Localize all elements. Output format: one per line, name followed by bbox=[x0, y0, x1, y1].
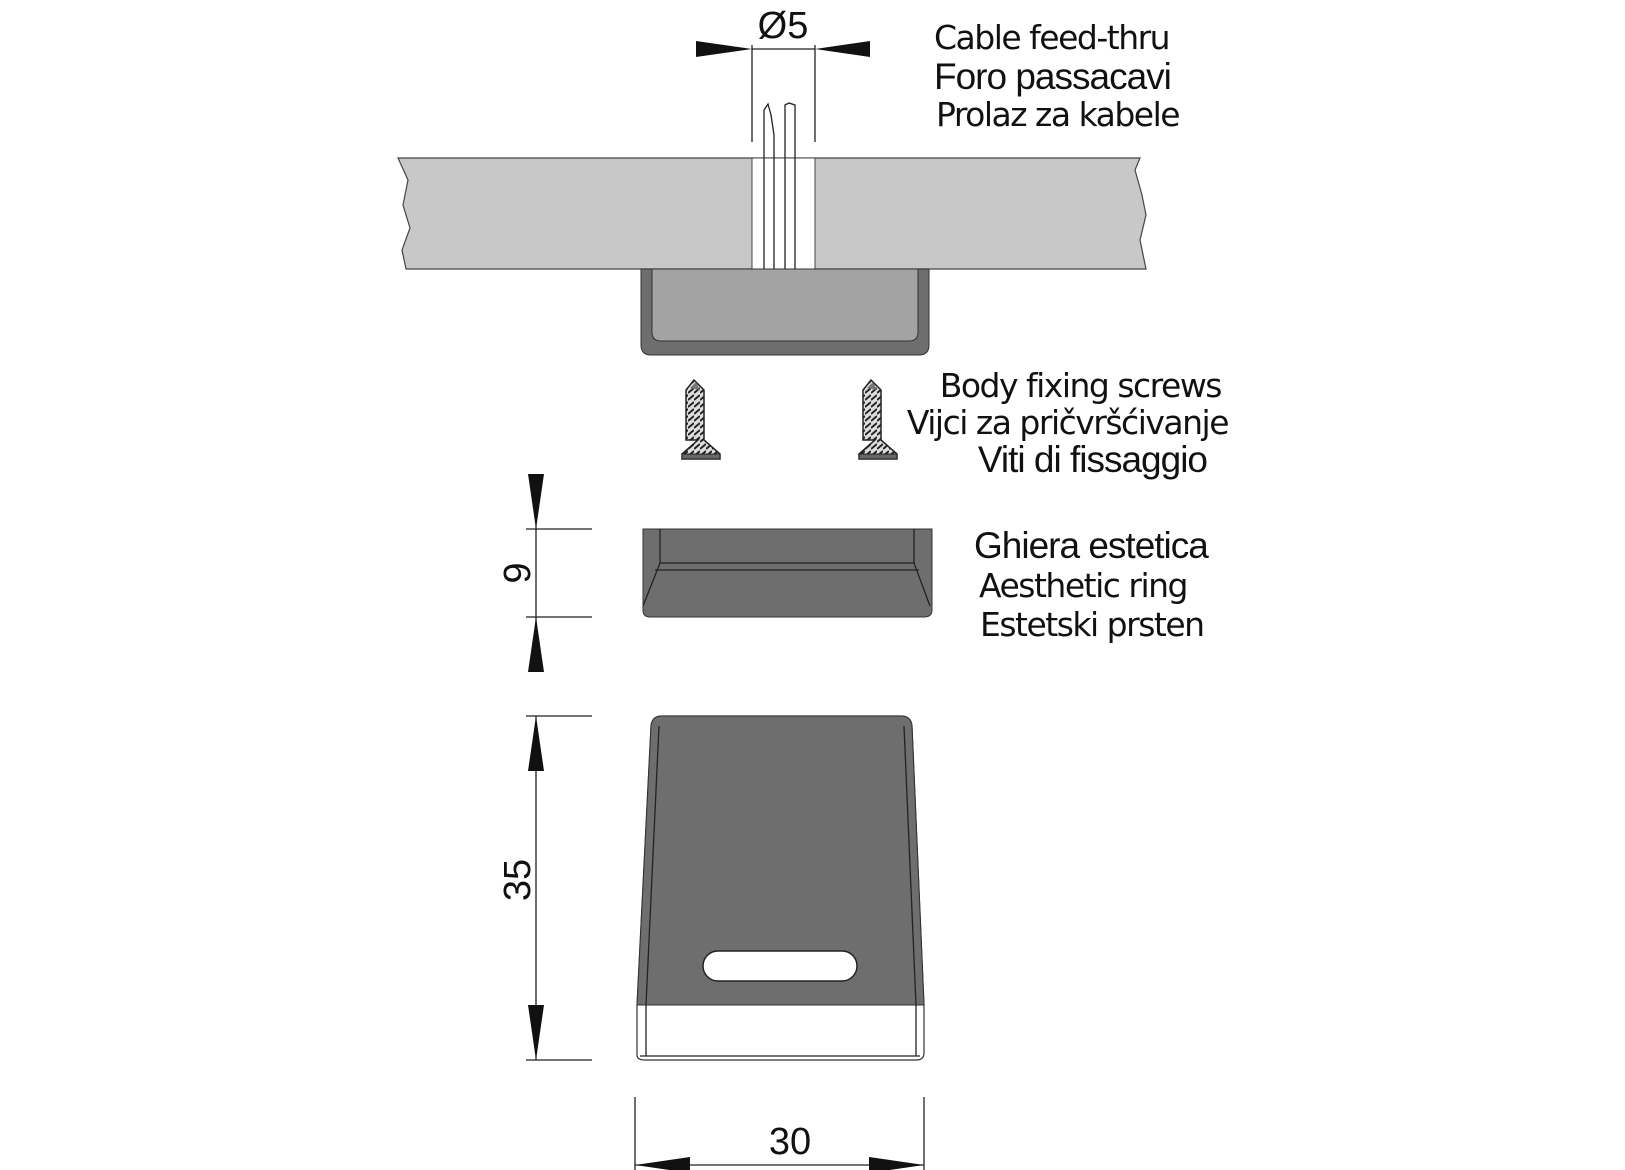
main-body bbox=[636, 715, 925, 1061]
body-height-dimension: 35 bbox=[497, 715, 592, 1061]
ring-height-label: 9 bbox=[497, 562, 539, 583]
cables bbox=[763, 102, 796, 269]
body-height-label: 35 bbox=[497, 859, 539, 901]
screws-label-en: Body fixing screws bbox=[940, 366, 1222, 405]
screw-icon bbox=[858, 378, 898, 460]
screws-label-it: Viti di fissaggio bbox=[978, 439, 1208, 480]
ring-label-en: Aesthetic ring bbox=[979, 566, 1187, 605]
cable-hole bbox=[751, 157, 816, 270]
body-width-label: 30 bbox=[769, 1121, 811, 1163]
body-width-dimension: 30 bbox=[634, 1097, 925, 1170]
cable-label-en: Cable feed-thru bbox=[934, 18, 1169, 57]
hole-diameter-label: Ø5 bbox=[758, 5, 809, 47]
ring-label-it: Ghiera estetica bbox=[974, 525, 1209, 566]
cable-feed-label: Cable feed-thru Foro passacavi Prolaz za… bbox=[934, 18, 1181, 134]
aesthetic-ring bbox=[642, 528, 933, 618]
ring-label-hr: Estetski prsten bbox=[980, 605, 1204, 644]
screw-icon bbox=[681, 378, 721, 460]
ring-label: Ghiera estetica Aesthetic ring Estetski … bbox=[974, 525, 1210, 644]
cable-label-hr: Prolaz za kabele bbox=[936, 95, 1179, 134]
screws-label-hr: Vijci za pričvršćivanje bbox=[907, 403, 1228, 442]
body-mount-cup bbox=[640, 268, 930, 356]
ring-height-dimension: 9 bbox=[497, 474, 592, 672]
hole-diameter-dimension: Ø5 bbox=[696, 5, 870, 142]
cable-label-it: Foro passacavi bbox=[934, 56, 1171, 97]
body-slot bbox=[702, 950, 858, 982]
screws-label: Body fixing screws Vijci za pričvršćivan… bbox=[907, 366, 1230, 480]
